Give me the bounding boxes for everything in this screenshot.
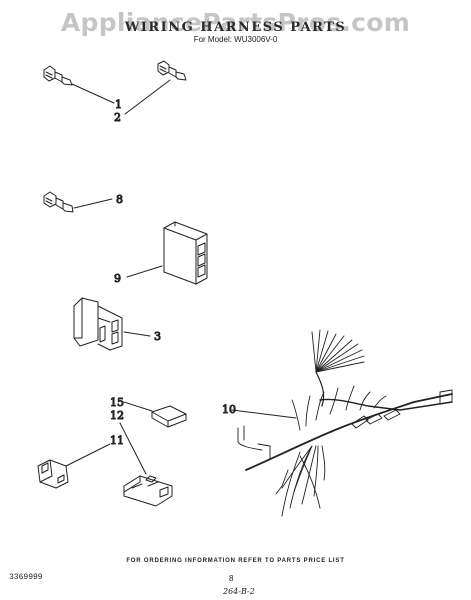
part-12-connector [123, 475, 173, 507]
leader-2 [124, 79, 171, 115]
document-number: 3369999 [9, 573, 43, 582]
handwritten-note: 264-B-2 [223, 587, 255, 596]
leader-15 [123, 401, 153, 412]
leader-9 [126, 265, 163, 278]
watermark: AppliancePartsPros.com [60, 8, 411, 37]
callout-9: 9 [114, 272, 121, 285]
leader-10 [231, 409, 297, 419]
callout-11: 11 [110, 434, 124, 447]
part-1-terminal [43, 65, 73, 86]
callout-3: 3 [154, 330, 161, 343]
leader-1 [71, 83, 115, 104]
callout-8: 8 [116, 193, 123, 206]
leader-12 [119, 422, 147, 475]
part-11-connector [37, 459, 69, 489]
part-9-connector-housing [163, 221, 208, 285]
leader-3 [123, 331, 151, 337]
part-3-plug [73, 297, 123, 351]
leader-11 [65, 443, 111, 467]
model-line: For Model: WU3006V-0 [193, 35, 278, 44]
callout-15: 15 [110, 396, 124, 409]
part-10-wiring-harness [237, 329, 453, 517]
page-number: 8 [229, 574, 234, 583]
callout-10: 10 [222, 403, 236, 416]
leader-8 [73, 198, 113, 209]
part-8-terminal [43, 191, 74, 213]
callout-2: 2 [114, 111, 121, 124]
diagram-title: WIRING HARNESS PARTS [124, 20, 347, 35]
callout-12: 12 [110, 409, 124, 422]
part-15-block [151, 405, 187, 428]
part-2-terminal [157, 60, 187, 81]
callout-1: 1 [115, 98, 122, 111]
ordering-note: FOR ORDERING INFORMATION REFER TO PARTS … [126, 558, 345, 564]
